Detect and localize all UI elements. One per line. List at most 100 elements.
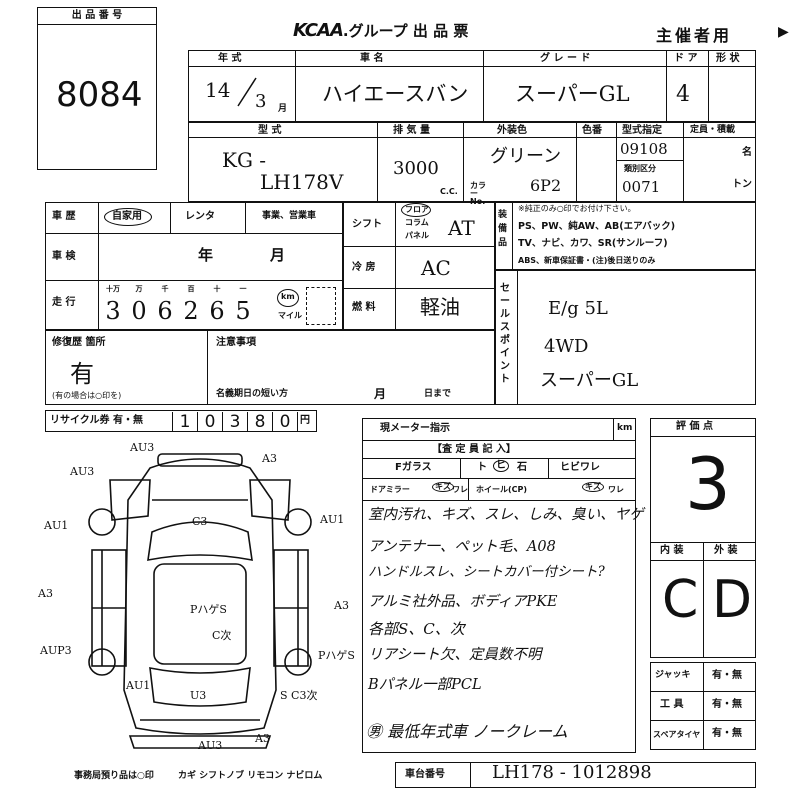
repair-value: 有 — [70, 360, 94, 388]
car-damage-diagram — [88, 453, 312, 749]
recycle-digits: 1 0 3 8 0 — [172, 412, 298, 432]
color-code-value: 6P2 — [530, 176, 562, 195]
spare-label: スペアタイヤ — [653, 730, 701, 739]
score-label: 評 価 点 — [676, 421, 713, 432]
equipment-line-1: PS、PW、純AW、AB(エアバック) — [518, 221, 676, 232]
doors-label: ド ア — [674, 53, 698, 64]
history-opt-rental: レンタ — [185, 211, 215, 222]
inspection-label: 車 検 — [52, 251, 76, 262]
wheel-opt-1: キズ — [582, 482, 604, 492]
car-history-label: 車 歴 — [52, 211, 76, 222]
shift-opt-panel: パネル — [405, 231, 429, 240]
wheel-label: ホイール(CP) — [476, 485, 528, 494]
diagram-mark-12: PハゲS — [318, 649, 355, 662]
jack-label: ジャッキ — [655, 670, 691, 680]
vehicle-row-1 — [188, 50, 756, 122]
history-block — [45, 202, 343, 330]
capacity-label: 定員・積載 — [690, 125, 736, 135]
inspection-month-unit: 月 — [270, 246, 286, 264]
remark-line-6: リアシート欠、定員数不明 — [368, 647, 542, 663]
meter-label: 現メーター指示 — [380, 423, 450, 434]
year-value: 14 — [205, 78, 231, 102]
organizer-label: 主催者用 — [656, 26, 733, 45]
meter-block — [362, 418, 636, 753]
diagram-mark-15: S C3次 — [280, 689, 318, 702]
inspection-year-unit: 年 — [198, 246, 214, 264]
score-value: 3 — [685, 442, 731, 526]
chassis-label: 車台番号 — [405, 769, 445, 780]
model-line-2: LH178V — [260, 170, 344, 194]
shift-value: AT — [448, 216, 475, 240]
meter-unit: km — [617, 423, 633, 433]
color-label: 外装色 — [497, 125, 527, 136]
diagram-mark-11: AUP3 — [40, 644, 72, 657]
repair-note: (有の場合は○印を) — [52, 391, 122, 400]
color-number-label: 色番 — [582, 125, 602, 136]
sales-point-line-3: スーパーGL — [540, 370, 639, 391]
diagram-mark-9: PハゲS — [190, 603, 227, 616]
grade-label: グ レ ー ド — [540, 53, 591, 64]
chassis-value: LH178 - 1012898 — [492, 762, 652, 783]
km-circle — [277, 289, 299, 307]
diagram-mark-2: AU3 — [70, 465, 95, 478]
mirror-opt-1: キズ — [432, 482, 454, 492]
diagram-mark-14: U3 — [190, 689, 207, 702]
diagram-mark-1: AU3 — [130, 441, 155, 454]
office-items: カギ シフトノブ リモコン ナビロム — [178, 771, 323, 781]
arrow-icon: ▶ — [778, 24, 789, 40]
mile-unit: マイル — [278, 311, 302, 320]
spare-yn: 有・無 — [712, 728, 742, 739]
type-spec-value: 09108 — [620, 140, 668, 158]
year-label: 年 式 — [218, 53, 242, 64]
class-label: 類別区分 — [624, 164, 656, 173]
diagram-mark-16: AU3 — [198, 739, 223, 752]
diagram-mark-8: A3 — [334, 599, 349, 612]
interior-label: 内 装 — [660, 545, 684, 556]
history-opt-business: 事業、営業車 — [262, 211, 317, 221]
diagram-mark-5: AU1 — [320, 513, 345, 526]
shift-label: シフト — [352, 219, 382, 230]
mileage-digit-1: 3 — [105, 297, 121, 325]
mileage-unit-2: 万 — [135, 285, 143, 293]
notes-day: 日まで — [424, 389, 452, 399]
mileage-unit-6: 一 — [239, 285, 247, 293]
recycle-digit-5: 0 — [272, 412, 298, 432]
glass-opt-3: 石 — [517, 462, 527, 473]
month-unit: 月 — [278, 104, 288, 114]
lot-number-box: 出 品 番 号 8084 — [37, 7, 157, 170]
capacity-ton-unit: トン — [732, 179, 752, 190]
exterior-label: 外 装 — [714, 545, 738, 556]
grade-value: スーパーGL — [515, 82, 630, 106]
diagram-mark-7: A3 — [38, 587, 53, 600]
inspector-label: 【査 定 員 記 入】 — [432, 444, 516, 455]
fuel-value: 軽油 — [420, 295, 460, 319]
lot-number-value: 8084 — [56, 75, 143, 115]
sales-point-label: セールスポイント — [500, 283, 510, 385]
mileage-unit-3: 千 — [161, 285, 169, 293]
color-value: グリーン — [490, 146, 562, 167]
brand-logo: KCAA — [293, 20, 344, 41]
remark-line-2: アンテナ一、ペット毛、A08 — [368, 539, 556, 555]
recycle-block — [45, 410, 317, 432]
remark-line-5: 各部S、C、次 — [368, 620, 465, 638]
lot-number-label: 出 品 番 号 — [38, 8, 156, 25]
vehicle-row-2 — [188, 122, 756, 202]
remark-line-7: Bパネル一部PCL — [368, 677, 482, 693]
notes-month: 月 — [374, 387, 387, 401]
fuel-label: 燃 料 — [352, 302, 376, 313]
model-label: 型 式 — [258, 125, 282, 136]
cc-unit: C.C. — [440, 187, 458, 196]
km-unit: km — [281, 292, 295, 301]
glass-label: Fガラス — [395, 462, 432, 473]
mileage-digit-6: 5 — [235, 297, 251, 325]
equipment-line-3: ABS、新車保証書・(注)後日送りのみ — [518, 256, 656, 265]
glass-opt-1: ト — [477, 462, 487, 473]
remark-line-1: 室内汚れ、キズ、スレ、しみ、臭い、ヤゲ — [368, 507, 644, 523]
equipment-block — [495, 202, 756, 270]
displacement-label: 排 気 量 — [393, 125, 430, 136]
repair-label: 修復歴 箇所 — [52, 337, 106, 348]
type-spec-label: 型式指定 — [622, 125, 662, 136]
ac-label: 冷 房 — [352, 262, 376, 273]
mileage-units: 十万 万 千 百 十 一 — [100, 284, 256, 294]
glass-opt-4: ヒビワレ — [560, 462, 600, 473]
